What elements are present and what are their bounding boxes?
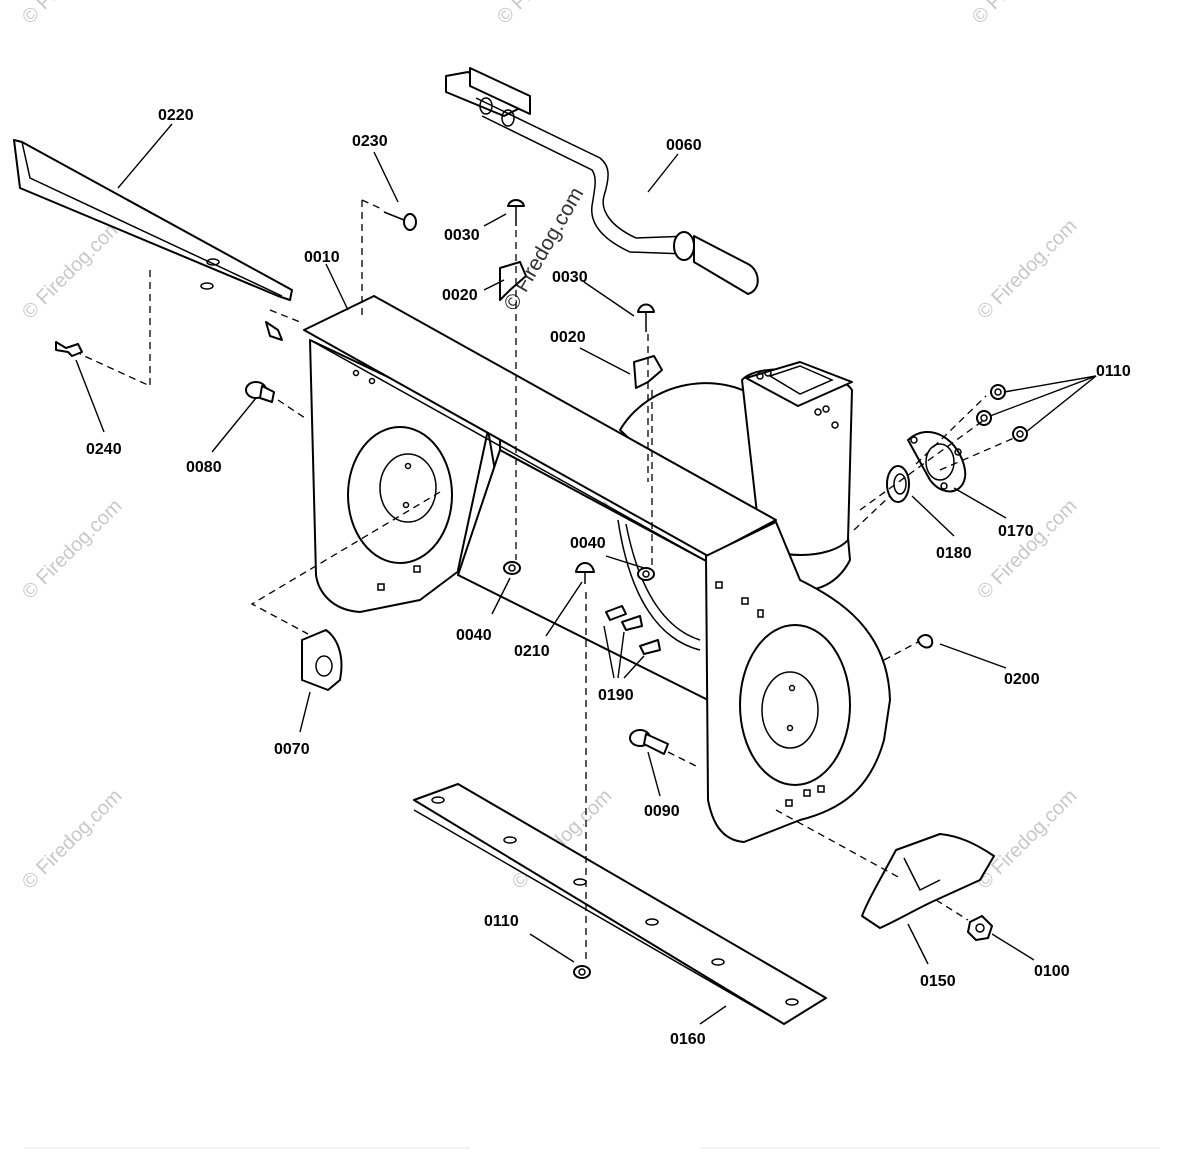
part-0170-bearing-flange [907,430,967,493]
callout-0110-b: 0110 [484,913,519,930]
part-0190-screws [605,605,661,655]
part-0110-nut-lower [573,965,591,979]
part-0240-wing-nut [55,341,83,357]
watermark: © Firedog.com [18,785,127,894]
part-0030-screw-a [507,199,525,226]
callout-0240: 0240 [86,441,122,458]
watermark: © Firedog.com [973,495,1082,604]
part-0110-nuts [976,384,1028,442]
part-0210-bolt [575,562,595,584]
callout-0160: 0160 [670,1031,706,1048]
part-0030-screw-b [637,303,655,332]
part-0220-rail [13,139,293,341]
watermark: © Firedog.com [18,0,127,29]
callout-0220: 0220 [158,107,194,124]
part-0040-nut-a [503,561,521,575]
callout-0090: 0090 [644,803,680,820]
assembly-dashes [79,199,1015,960]
callout-0020-b: 0020 [550,329,586,346]
callout-0200: 0200 [1004,671,1040,688]
part-0060-crank [445,67,759,295]
callout-0060: 0060 [666,137,702,154]
part-0080-bolt [245,381,275,403]
callout-0030-a: 0030 [444,227,480,244]
part-0150-skid-shoe [861,833,995,929]
callout-0180: 0180 [936,545,972,562]
callout-0110-a: 0110 [1096,363,1131,380]
part-0040-nut-b [637,567,655,581]
callout-0170: 0170 [998,523,1034,540]
callout-0010: 0010 [304,249,340,266]
part-0160-scraper-bar [413,783,827,1025]
part-0230-bolt [383,211,417,231]
callout-0150: 0150 [920,973,956,990]
part-0100-nut [967,915,993,941]
watermark: © Firedog.com [18,215,127,324]
part-0010-housing [303,295,891,843]
callout-0020-a: 0020 [442,287,478,304]
callout-0210: 0210 [514,643,550,660]
callout-0100: 0100 [1034,963,1070,980]
callout-0070: 0070 [274,741,310,758]
part-0200-plug [917,634,934,649]
callout-0190: 0190 [598,687,634,704]
callout-0030-b: 0030 [552,269,588,286]
callouts: 0220 0230 0060 0030 0010 0030 0020 0020 … [86,107,1131,1048]
part-0090-bolt [629,729,669,755]
part-0020-clip-a [499,261,527,301]
watermark: © Firedog.com [973,785,1082,894]
watermark: © Firedog.com [973,215,1082,324]
leader-lines [75,123,1097,1025]
watermark: © Firedog.com [18,495,127,604]
watermark: © Firedog.com [968,0,1077,29]
callout-0040-b: 0040 [456,627,492,644]
callout-0040-a: 0040 [570,535,606,552]
callout-0080: 0080 [186,459,222,476]
watermark: © Firedog.com [493,0,602,29]
callout-0230: 0230 [352,133,388,150]
part-0070-bracket [301,629,343,691]
part-0180-bearing [886,465,910,503]
